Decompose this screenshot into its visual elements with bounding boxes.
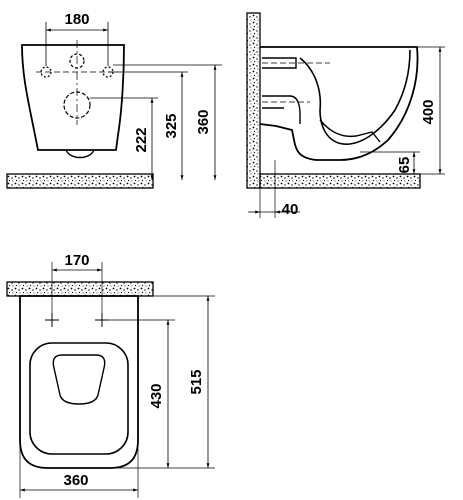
front-bowl-foot (65, 149, 95, 159)
dim-height-bowl: 222 (133, 127, 150, 152)
side-trap (319, 119, 381, 143)
top-bowl-outline (19, 295, 139, 469)
top-bowl-inner (52, 354, 106, 405)
floor-slab (6, 173, 154, 189)
top-seat-opening (29, 342, 129, 455)
side-flush-inlet (262, 57, 297, 69)
side-outlet-pipe (262, 95, 301, 124)
dim-bowl-length: 430 (148, 383, 165, 408)
side-view: 400 65 40 (246, 12, 445, 218)
dim-height-upper: 360 (195, 109, 212, 134)
front-bowl-outline (21, 44, 125, 151)
wall-section (246, 12, 261, 189)
dim-total-length: 515 (188, 369, 205, 394)
floor-section (259, 173, 421, 189)
dim-pipe-spacing: 180 (64, 11, 89, 28)
front-view: 180 360 325 222 (6, 11, 222, 189)
dim-outlet-height: 65 (396, 157, 413, 174)
dim-wall-offset: 40 (282, 201, 299, 218)
side-bowl-inner (299, 49, 411, 145)
dim-side-height: 400 (420, 99, 437, 124)
dim-width: 360 (63, 472, 88, 489)
wall-plan (6, 281, 154, 297)
top-view: 170 515 430 360 (6, 252, 215, 498)
dim-height-lower: 325 (163, 113, 180, 138)
dim-bolt-spacing: 170 (64, 252, 89, 269)
side-bowl-outer (259, 46, 419, 161)
